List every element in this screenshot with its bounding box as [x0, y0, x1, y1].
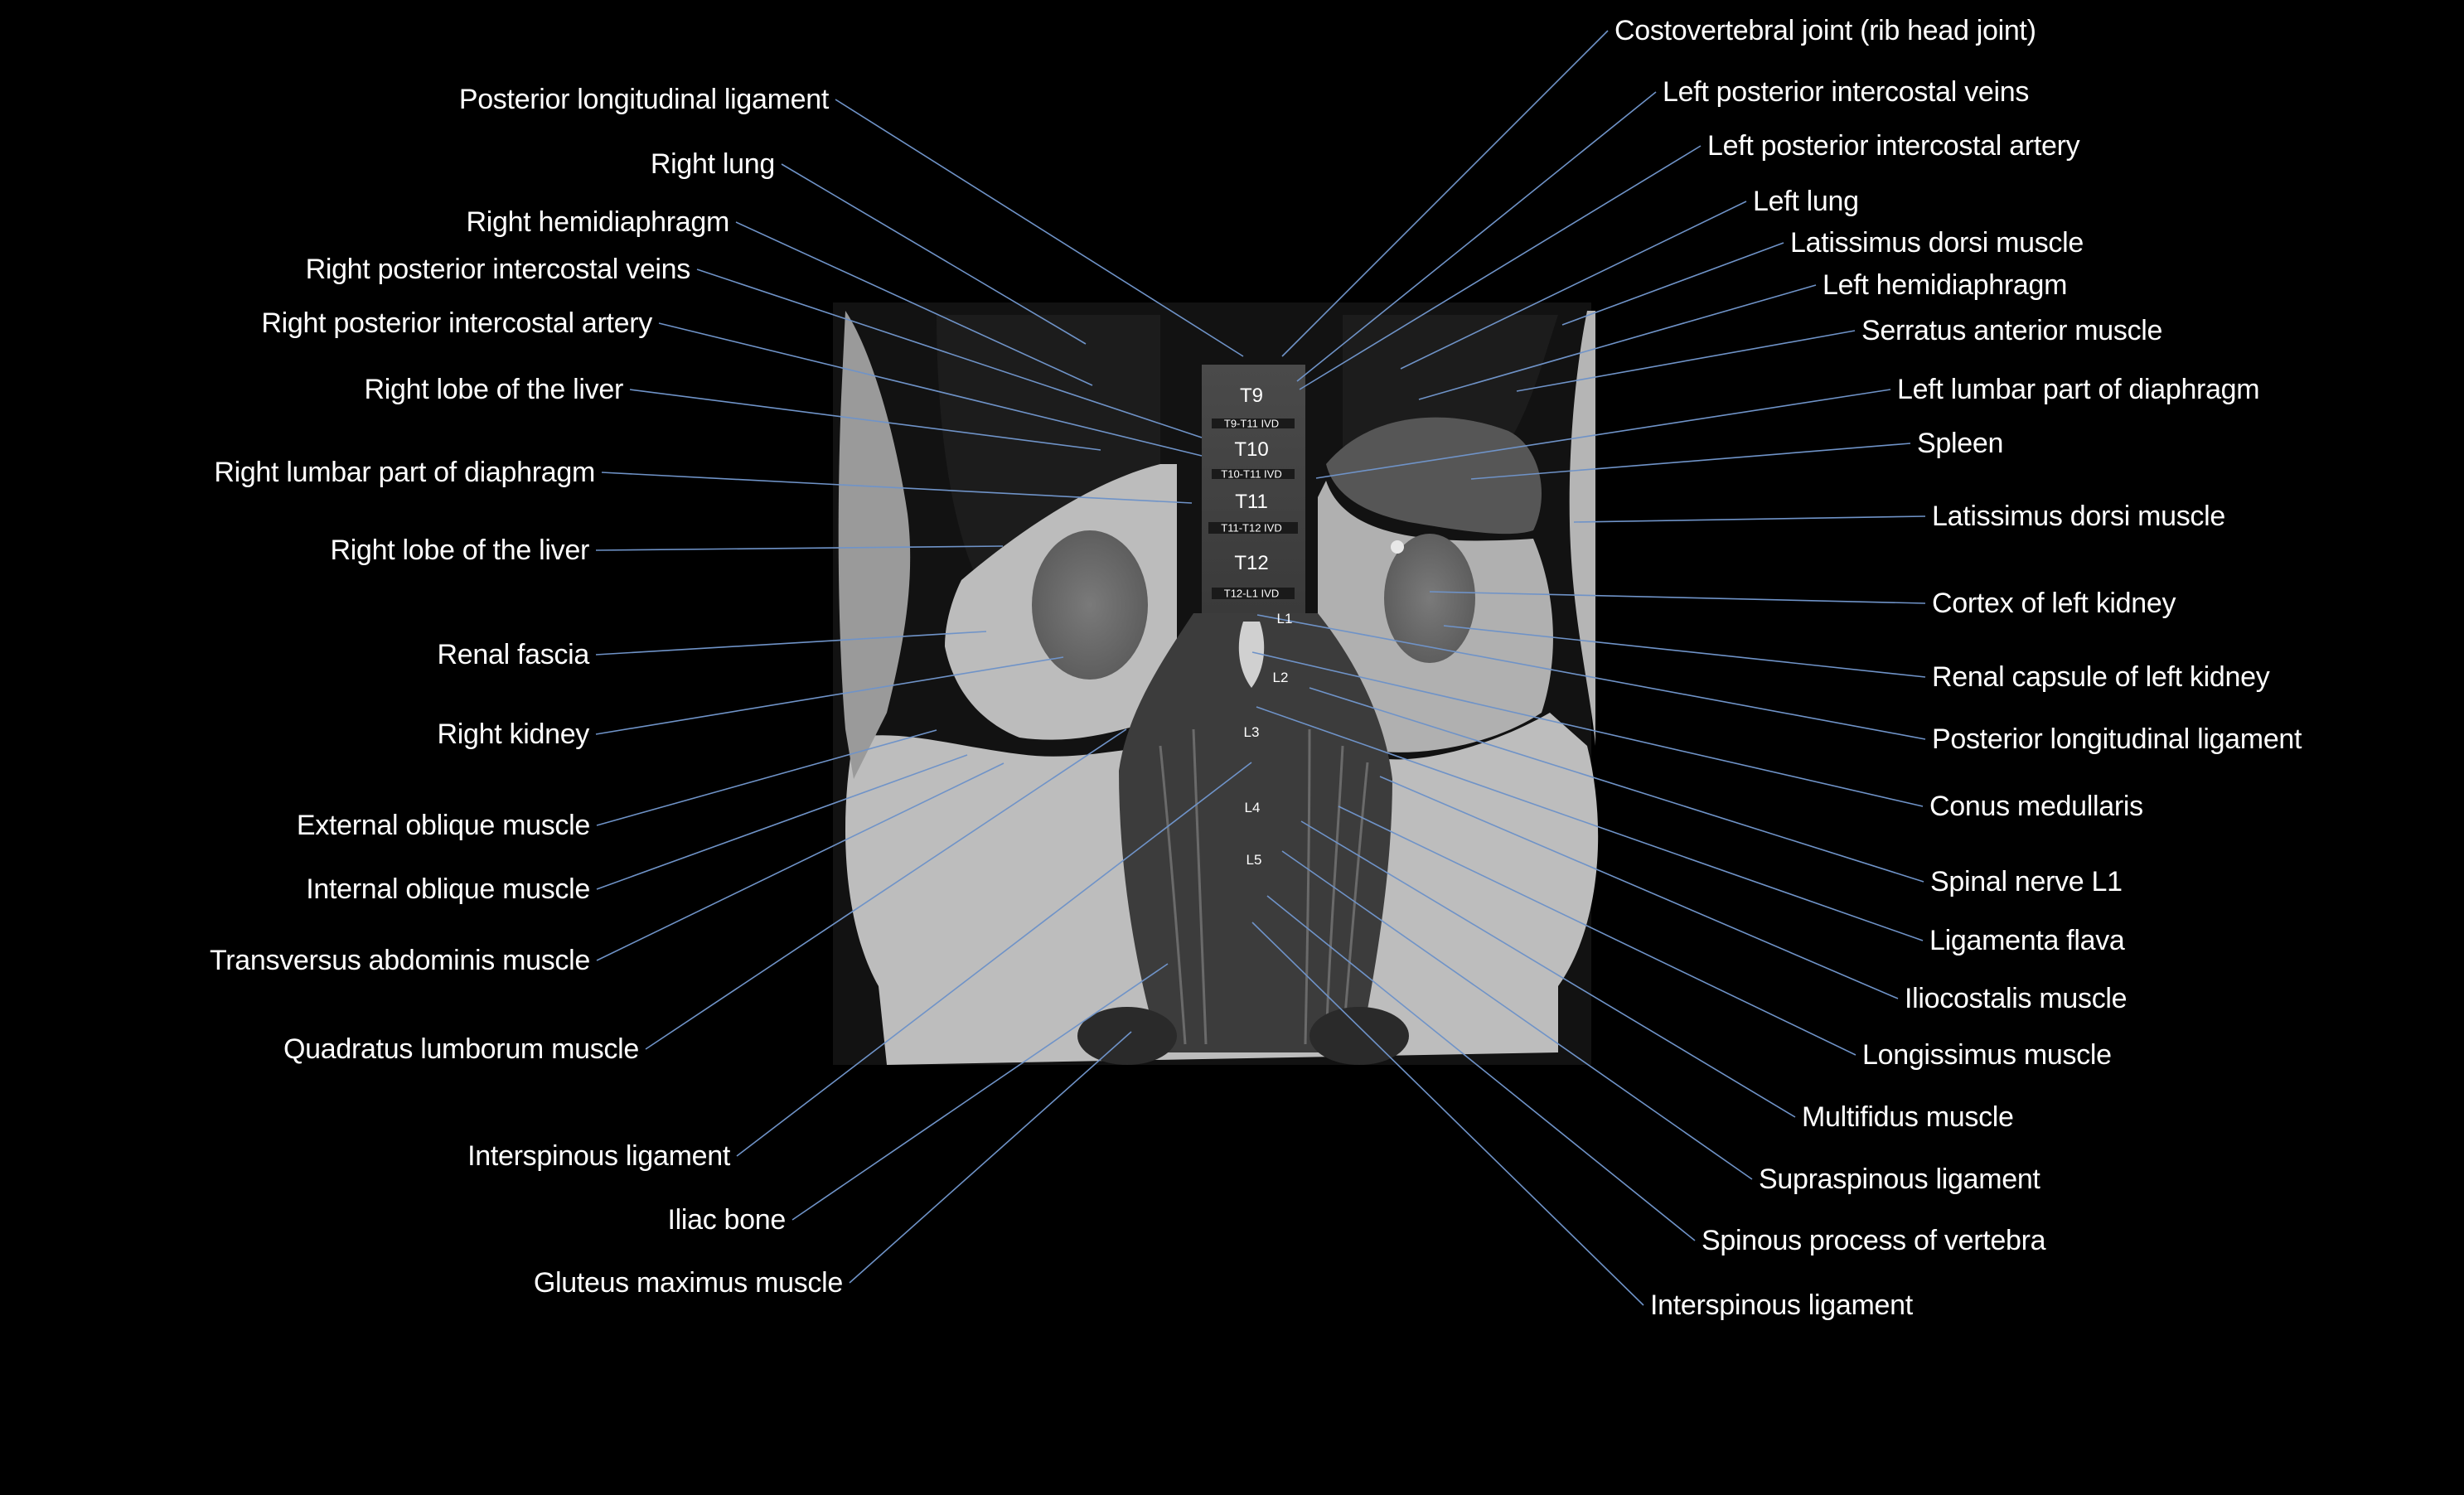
- label-serratus-anterior-muscle: Serratus anterior muscle: [1861, 315, 2163, 346]
- label-gluteus-maximus-muscle: Gluteus maximus muscle: [533, 1267, 843, 1299]
- leader-line-quadratus-lumborum-muscle: [645, 728, 1127, 1050]
- leader-line-left-posterior-intercostal-veins: [1296, 91, 1657, 382]
- label-left-lung: Left lung: [1753, 186, 1859, 217]
- leader-line-gluteus-maximus-muscle: [849, 1031, 1132, 1284]
- leader-line-renal-capsule-of-left-kidney: [1443, 625, 1926, 678]
- label-quadratus-lumborum-muscle: Quadratus lumborum muscle: [283, 1033, 639, 1065]
- leader-line-iliocostalis-muscle: [1379, 776, 1899, 999]
- label-latissimus-dorsi-muscle: Latissimus dorsi muscle: [1932, 501, 2225, 532]
- leader-line-supraspinous-ligament: [1281, 850, 1753, 1180]
- leader-line-right-kidney: [595, 656, 1064, 735]
- label-posterior-longitudinal-ligament: Posterior longitudinal ligament: [1932, 723, 2302, 755]
- leader-line-external-oblique-muscle: [596, 729, 937, 826]
- label-right-lobe-of-the-liver: Right lobe of the liver: [330, 535, 590, 566]
- leader-line-ligamenta-flava: [1256, 706, 1924, 941]
- label-spinous-process-of-vertebra: Spinous process of vertebra: [1702, 1225, 2046, 1256]
- leader-line-transversus-abdominis-muscle: [596, 762, 1004, 961]
- label-ligamenta-flava: Ligamenta flava: [1929, 925, 2125, 956]
- leader-line-interspinous-ligament: [736, 762, 1252, 1157]
- label-renal-capsule-of-left-kidney: Renal capsule of left kidney: [1932, 661, 2270, 693]
- label-costovertebral-joint-rib-head-joint: Costovertebral joint (rib head joint): [1614, 15, 2036, 46]
- leader-line-right-hemidiaphragm: [735, 221, 1093, 386]
- label-interspinous-ligament: Interspinous ligament: [1650, 1289, 1913, 1321]
- label-interspinous-ligament: Interspinous ligament: [467, 1140, 730, 1172]
- leader-line-latissimus-dorsi-muscle: [1561, 242, 1784, 326]
- label-internal-oblique-muscle: Internal oblique muscle: [306, 873, 590, 905]
- vertebra-label-t10-t11-ivd: T10-T11 IVD: [1221, 467, 1282, 481]
- label-cortex-of-left-kidney: Cortex of left kidney: [1932, 588, 2176, 619]
- leader-line-posterior-longitudinal-ligament: [835, 99, 1244, 357]
- label-multifidus-muscle: Multifidus muscle: [1802, 1101, 2014, 1133]
- label-latissimus-dorsi-muscle: Latissimus dorsi muscle: [1790, 227, 2084, 259]
- leader-line-serratus-anterior-muscle: [1516, 330, 1856, 392]
- leader-line-left-lung: [1400, 201, 1747, 370]
- label-left-hemidiaphragm: Left hemidiaphragm: [1823, 269, 2068, 301]
- label-left-posterior-intercostal-veins: Left posterior intercostal veins: [1663, 76, 2030, 108]
- label-right-lobe-of-the-liver: Right lobe of the liver: [364, 374, 624, 405]
- leader-line-iliac-bone: [791, 963, 1169, 1221]
- leader-line-multifidus-muscle: [1300, 820, 1796, 1118]
- vertebra-label-t12: T12: [1234, 552, 1269, 574]
- vertebra-label-t10: T10: [1234, 438, 1269, 461]
- leader-line-conus-medullaris: [1251, 651, 1924, 807]
- leader-line-left-hemidiaphragm: [1418, 284, 1817, 400]
- leader-line-longissimus-muscle: [1338, 806, 1856, 1056]
- label-external-oblique-muscle: External oblique muscle: [296, 810, 590, 841]
- label-left-lumbar-part-of-diaphragm: Left lumbar part of diaphragm: [1897, 374, 2260, 405]
- leader-line-spleen: [1470, 443, 1911, 480]
- leader-line-right-posterior-intercostal-veins: [696, 269, 1203, 438]
- label-right-kidney: Right kidney: [437, 718, 590, 750]
- label-spleen: Spleen: [1917, 428, 2004, 459]
- label-spinal-nerve-l1: Spinal nerve L1: [1930, 866, 2123, 897]
- vertebra-label-l1: L1: [1276, 611, 1293, 627]
- leader-line-spinal-nerve-l1: [1309, 687, 1924, 883]
- leader-line-posterior-longitudinal-ligament: [1256, 614, 1926, 740]
- leader-line-right-posterior-intercostal-artery: [658, 322, 1203, 457]
- vertebra-label-t12-l1-ivd: T12-L1 IVD: [1223, 587, 1280, 600]
- label-posterior-longitudinal-ligament: Posterior longitudinal ligament: [458, 84, 829, 115]
- leader-line-left-lumbar-part-of-diaphragm: [1315, 389, 1891, 479]
- label-iliocostalis-muscle: Iliocostalis muscle: [1905, 983, 2128, 1014]
- label-supraspinous-ligament: Supraspinous ligament: [1759, 1164, 2040, 1195]
- leader-line-spinous-process-of-vertebra: [1266, 895, 1696, 1241]
- label-left-posterior-intercostal-artery: Left posterior intercostal artery: [1707, 130, 2080, 162]
- leader-line-right-lumbar-part-of-diaphragm: [601, 472, 1193, 504]
- label-right-hemidiaphragm: Right hemidiaphragm: [466, 206, 730, 238]
- label-right-posterior-intercostal-artery: Right posterior intercostal artery: [261, 307, 652, 339]
- vertebra-label-t9: T9: [1239, 385, 1264, 407]
- label-transversus-abdominis-muscle: Transversus abdominis muscle: [210, 945, 590, 976]
- vertebra-label-t9-t11-ivd: T9-T11 IVD: [1223, 417, 1280, 430]
- label-right-lung: Right lung: [650, 148, 775, 180]
- leader-line-right-lobe-of-the-liver: [595, 545, 1004, 551]
- leader-line-left-posterior-intercostal-artery: [1299, 145, 1702, 390]
- vertebra-label-l3: L3: [1243, 724, 1260, 740]
- leader-line-latissimus-dorsi-muscle: [1573, 515, 1926, 523]
- vertebra-label-t11: T11: [1235, 491, 1268, 513]
- label-iliac-bone: Iliac bone: [667, 1204, 786, 1236]
- leader-line-right-lung: [781, 163, 1087, 345]
- leader-line-costovertebral-joint-rib-head-joint: [1281, 30, 1609, 357]
- leader-line-cortex-of-left-kidney: [1429, 591, 1926, 604]
- leader-line-right-lobe-of-the-liver: [629, 389, 1101, 451]
- vertebra-label-l2: L2: [1272, 670, 1289, 685]
- vertebra-label-l5: L5: [1246, 852, 1262, 868]
- label-renal-fascia: Renal fascia: [437, 639, 590, 670]
- vertebra-label-l4: L4: [1244, 800, 1261, 815]
- label-longissimus-muscle: Longissimus muscle: [1862, 1039, 2112, 1071]
- label-conus-medullaris: Conus medullaris: [1929, 791, 2143, 822]
- label-right-posterior-intercostal-veins: Right posterior intercostal veins: [305, 254, 691, 285]
- label-right-lumbar-part-of-diaphragm: Right lumbar part of diaphragm: [214, 457, 595, 488]
- vertebra-label-t11-t12-ivd: T11-T12 IVD: [1221, 521, 1282, 535]
- leader-line-renal-fascia: [595, 631, 987, 656]
- leader-line-interspinous-ligament: [1251, 922, 1644, 1306]
- leader-line-internal-oblique-muscle: [596, 754, 968, 890]
